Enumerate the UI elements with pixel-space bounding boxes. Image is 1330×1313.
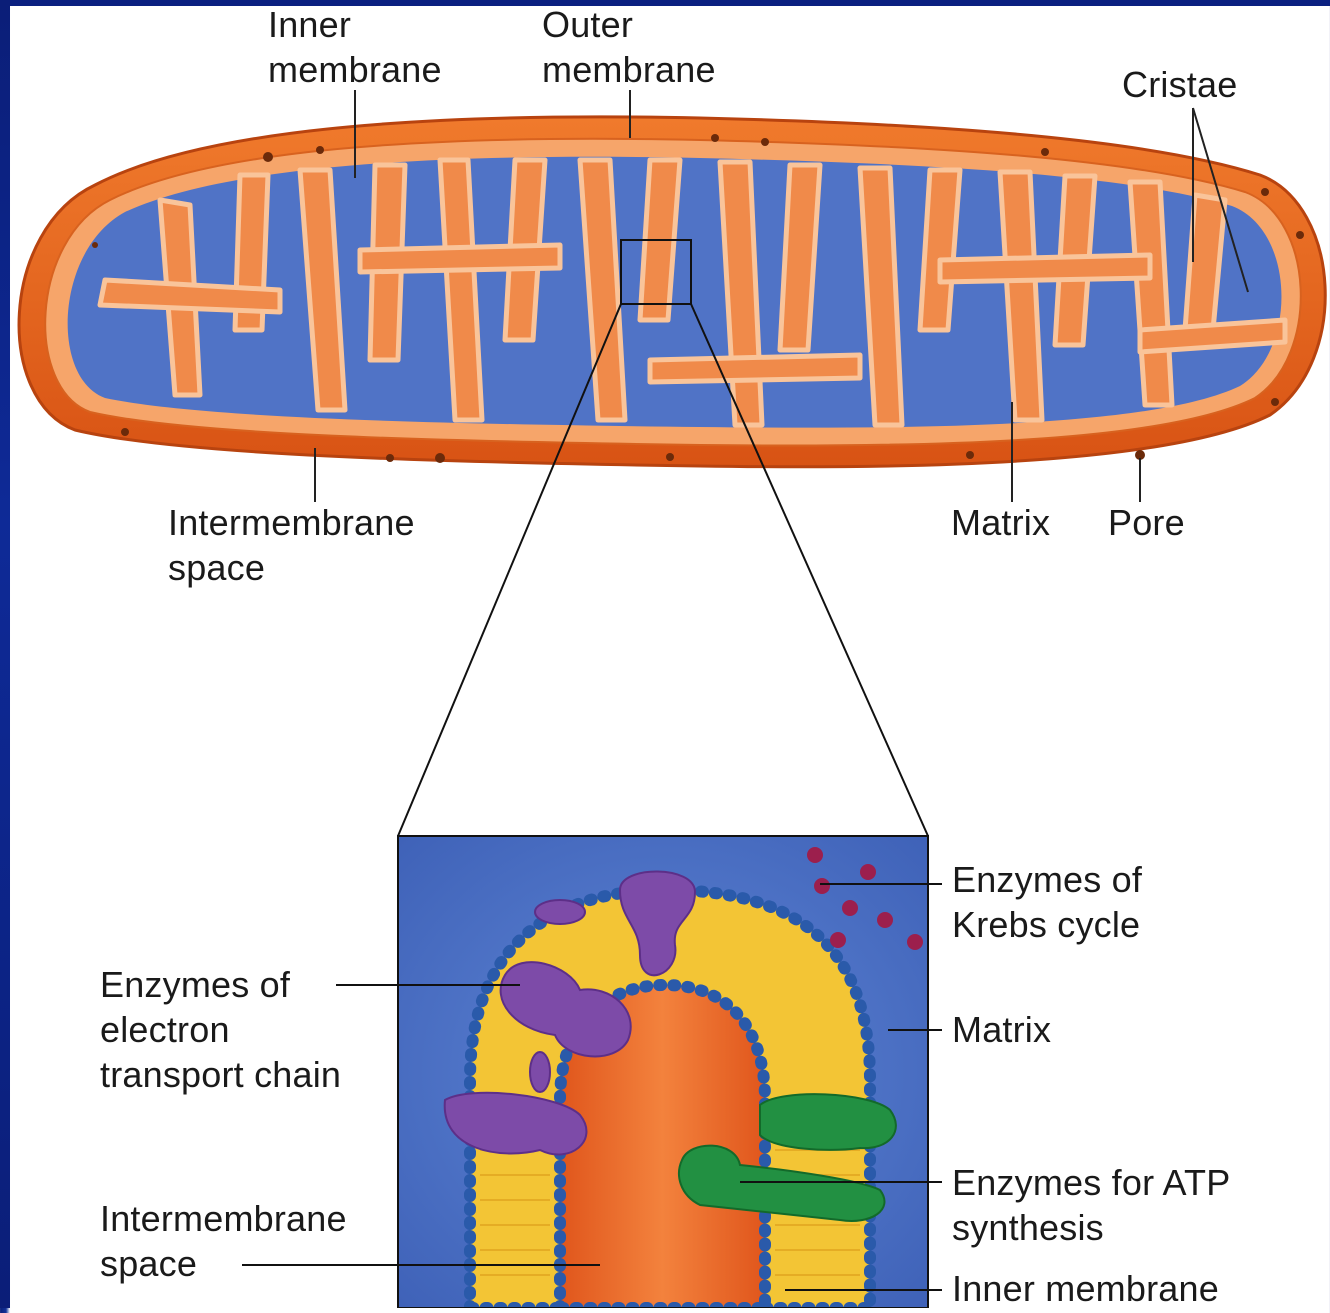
label-inner-membrane-top: Inner membrane bbox=[268, 2, 442, 92]
label-matrix-top: Matrix bbox=[951, 500, 1050, 545]
mitochondrion-overview bbox=[19, 117, 1325, 467]
label-pore: Pore bbox=[1108, 500, 1185, 545]
label-matrix-detail: Matrix bbox=[952, 1007, 1051, 1052]
label-intermembrane-space-top: Intermembrane space bbox=[168, 500, 415, 590]
slide-left-edge bbox=[0, 0, 10, 1308]
label-cristae: Cristae bbox=[1122, 62, 1237, 107]
label-inner-membrane-detail: Inner membrane bbox=[952, 1266, 1219, 1311]
label-enzymes-etc: Enzymes of electron transport chain bbox=[100, 962, 341, 1097]
label-intermembrane-space-detail: Intermembrane space bbox=[100, 1196, 347, 1286]
membrane-detail bbox=[398, 836, 928, 1308]
label-outer-membrane: Outer membrane bbox=[542, 2, 716, 92]
label-enzymes-atp: Enzymes for ATP synthesis bbox=[952, 1160, 1230, 1250]
label-enzymes-krebs: Enzymes of Krebs cycle bbox=[952, 857, 1142, 947]
